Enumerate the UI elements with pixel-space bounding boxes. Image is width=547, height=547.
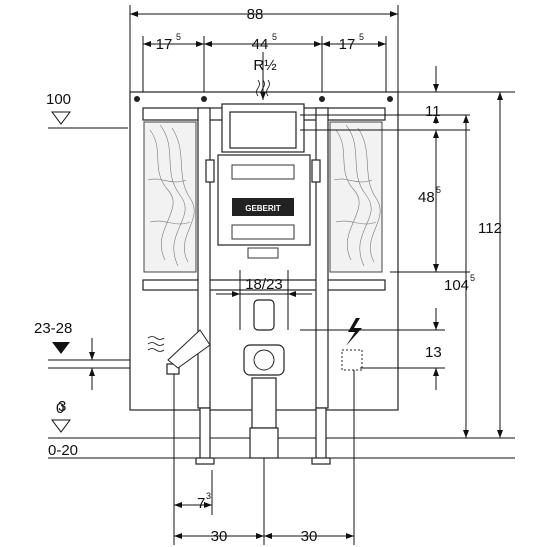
dim-left-span: 17 — [156, 36, 173, 53]
level-top: 100 — [46, 91, 71, 108]
dim-center-span-sup: 5 — [272, 32, 277, 42]
dim-upper-height-sup: 5 — [436, 185, 441, 195]
level-zero-range: 0-20 — [48, 442, 78, 459]
flush-pipe — [243, 299, 285, 459]
dim-upper-height: 48 — [418, 189, 435, 206]
level-zero-label: 0 — [56, 400, 64, 417]
water-waves-icon — [147, 336, 165, 352]
dim-right-span-sup: 5 — [359, 32, 364, 42]
supply-connections — [166, 329, 363, 375]
right-side-plate — [329, 121, 383, 273]
level-floor-range: 23-28 — [34, 320, 72, 337]
lightning-icon — [346, 318, 362, 346]
dim-supply-height: 13 — [425, 344, 442, 361]
dim-bottom-gap: 7 — [197, 495, 205, 512]
dim-frame-height-sup: 5 — [470, 273, 475, 283]
dim-bottom-gap-sup: 3 — [206, 491, 211, 501]
level-floor-offset: 3 — [58, 398, 66, 415]
dim-right-span: 17 — [339, 36, 356, 53]
dim-left-span-sup: 5 — [176, 32, 181, 42]
triangle-level-icon — [52, 342, 70, 354]
dim-bottom-left: 30 — [211, 528, 228, 545]
cistern: GEBERIT — [217, 103, 311, 259]
dim-top-offset: 11 — [425, 103, 441, 120]
dim-frame-height: 104 — [444, 277, 469, 294]
brand-logo: GEBERIT — [245, 204, 281, 213]
dim-outlet-width: 18/23 — [245, 276, 283, 293]
triangle-level-icon — [51, 111, 71, 125]
dim-bottom-right: 30 — [301, 528, 318, 545]
dim-thread: R½ — [253, 57, 277, 74]
dim-total-height: 112 — [478, 220, 502, 237]
dimension-lines — [89, 5, 515, 545]
left-side-plate — [143, 121, 197, 273]
triangle-level-icon — [51, 419, 71, 433]
dim-overall-width: 88 — [247, 6, 264, 23]
dim-center-span: 44 — [252, 36, 269, 53]
